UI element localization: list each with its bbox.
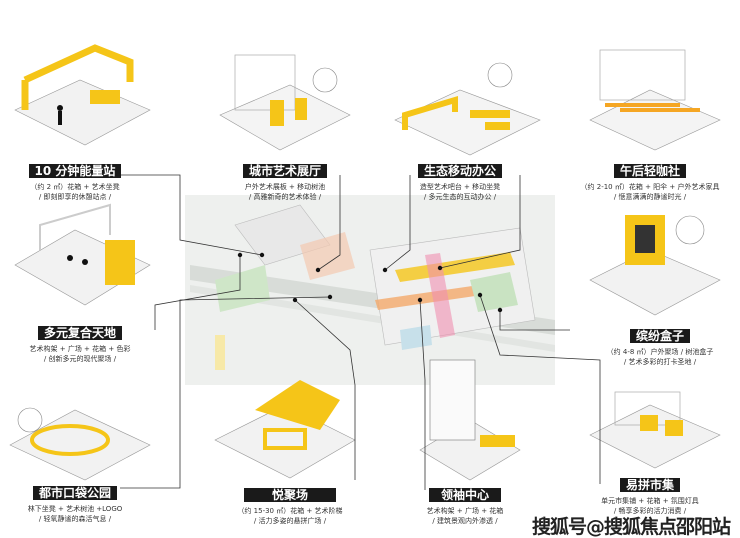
- node-desc-1: （约 2-10 ㎡）花箱 + 阳伞 + 户外艺术家具: [580, 183, 720, 191]
- node-multi-space: 多元复合天地 艺术构架 + 广场 + 花箱 + 色彩 / 创新多元的现代聚场 /: [0, 322, 180, 364]
- node-desc-2: / 高雅新奇的艺术体验 /: [248, 193, 322, 201]
- node-desc-1: 艺术构架 + 广场 + 花箱: [426, 507, 504, 515]
- node-desc-2: / 创新多元的现代聚场 /: [43, 355, 117, 363]
- node-desc-1: 艺术构架 + 广场 + 花箱 + 色彩: [29, 345, 131, 353]
- vignette-cafe: [589, 49, 721, 151]
- vignette-mobile-office: [394, 62, 541, 156]
- node-desc-1: 单元市集铺 + 花箱 + 氛围灯具: [601, 497, 699, 505]
- node-art-gallery: 城市艺术展厅 户外艺术展板 + 移动树池 / 高雅新奇的艺术体验 /: [185, 160, 385, 202]
- vignette-art-gallery: [219, 54, 351, 151]
- node-desc-1: （约 4-8 ㎡）户外聚场 / 树池盒子: [606, 348, 714, 356]
- leader-dots: [237, 252, 503, 313]
- node-title: 城市艺术展厅: [242, 164, 327, 178]
- node-title: 午后轻咖社: [613, 164, 686, 178]
- node-desc-2: / 多元生态的互动办公 /: [423, 193, 497, 201]
- node-gathering-plaza: 悦聚场 （约 15-30 ㎡）花箱 + 艺术阶梯 / 活力多姿的悬拼广场 /: [190, 484, 390, 526]
- node-title: 易拼市集: [619, 478, 680, 492]
- node-pocket-park: 都市口袋公园 林下坐凳 + 艺术树池 +LOGO / 轻氧静谧的森活气息 /: [0, 482, 175, 524]
- node-desc-2: / 艺术多彩的打卡圣地 /: [623, 358, 697, 366]
- node-title: 都市口袋公园: [32, 486, 117, 500]
- node-leader-center: 领袖中心 艺术构架 + 广场 + 花箱 / 建筑景观内外渗透 /: [365, 484, 565, 526]
- node-desc-1: （约 15-30 ㎡）花箱 + 艺术阶梯: [237, 507, 343, 515]
- node-desc-1: （约 2 ㎡）花箱 + 艺术坐凳: [30, 183, 120, 191]
- node-title: 悦聚场: [243, 488, 336, 502]
- node-title: 领袖中心: [428, 488, 501, 502]
- node-energy-station: 10 分钟能量站 （约 2 ㎡）花箱 + 艺术坐凳 / 即刻即享的休憩站点 /: [0, 160, 175, 202]
- node-pop-up-market: 易拼市集 单元市集铺 + 花箱 + 氛围灯具 / 畅享多彩的活力消费 /: [550, 474, 740, 516]
- node-color-box: 缤纷盒子 （约 4-8 ㎡）户外聚场 / 树池盒子 / 艺术多彩的打卡圣地 /: [560, 325, 740, 367]
- leader-lines: [120, 174, 601, 490]
- node-desc-2: / 轻氧静谧的森活气息 /: [38, 515, 112, 523]
- vignette-multi-space: [14, 203, 151, 306]
- vignette-leader-center: [419, 359, 521, 481]
- node-title: 生态移动办公: [417, 164, 502, 178]
- node-mobile-office: 生态移动办公 造型艺术吧台 + 移动坐凳 / 多元生态的互动办公 /: [360, 160, 560, 202]
- node-title: 缤纷盒子: [629, 329, 690, 343]
- node-desc-1: 林下坐凳 + 艺术树池 +LOGO: [27, 505, 123, 513]
- vignette-pocket-park: [9, 407, 151, 481]
- vignette-color-box: [589, 215, 721, 316]
- vignette-pop-up-market: [589, 391, 721, 469]
- vignette-gathering-plaza: [214, 380, 356, 479]
- watermark: 搜狐号@搜狐焦点邵阳站: [532, 516, 731, 538]
- node-title: 10 分钟能量站: [28, 164, 122, 178]
- node-desc-2: / 活力多姿的悬拼广场 /: [253, 517, 327, 525]
- node-desc-2: / 惬意满满的静谧时光 /: [613, 193, 687, 201]
- node-desc-2: / 建筑景观内外渗透 /: [432, 517, 498, 525]
- node-desc-2: / 即刻即享的休憩站点 /: [38, 193, 112, 201]
- node-desc-2: / 畅享多彩的活力消费 /: [613, 507, 687, 515]
- site-map: [185, 195, 555, 385]
- node-desc-1: 造型艺术吧台 + 移动坐凳: [419, 183, 501, 191]
- vignette-energy-station: [14, 44, 151, 146]
- node-cafe: 午后轻咖社 （约 2-10 ㎡）花箱 + 阳伞 + 户外艺术家具 / 惬意满满的…: [550, 160, 740, 202]
- node-title: 多元复合天地: [37, 326, 122, 340]
- node-desc-1: 户外艺术展板 + 移动树池: [244, 183, 326, 191]
